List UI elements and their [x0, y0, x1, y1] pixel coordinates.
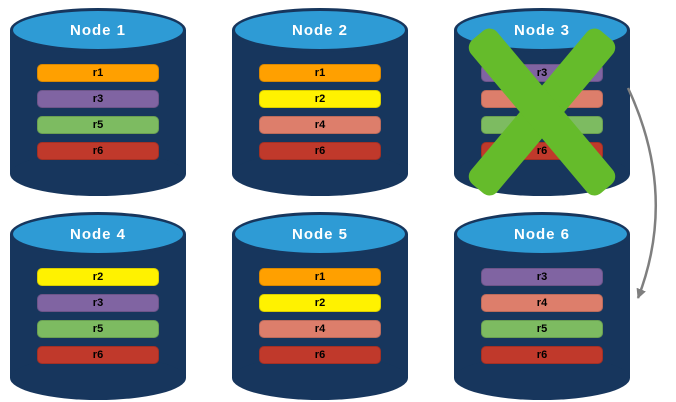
- node-3: Node 3 r3 r4 r5 r6: [454, 8, 630, 196]
- replica-bar: r5: [37, 320, 159, 338]
- node-4: Node 4 r2 r3 r5 r6: [10, 212, 186, 400]
- node-header: Node 1: [10, 8, 186, 52]
- replica-bar: r6: [37, 142, 159, 160]
- replica-bar: r6: [481, 346, 603, 364]
- node-title: Node 6: [513, 225, 570, 243]
- replica-bar: r3: [37, 90, 159, 108]
- replica-bar: r3: [481, 64, 603, 82]
- replica-list: r2 r3 r5 r6: [10, 268, 186, 364]
- node-title: Node 4: [69, 225, 126, 243]
- replica-bar: r6: [481, 142, 603, 160]
- replica-bar: r4: [481, 90, 603, 108]
- replica-bar: r5: [37, 116, 159, 134]
- node-2: Node 2 r1 r2 r4 r6: [232, 8, 408, 196]
- replica-bar: r4: [481, 294, 603, 312]
- node-header: Node 5: [232, 212, 408, 256]
- node-6: Node 6 r3 r4 r5 r6: [454, 212, 630, 400]
- replica-list: r1 r2 r4 r6: [232, 64, 408, 160]
- node-title: Node 3: [513, 21, 570, 39]
- replica-list: r3 r4 r5 r6: [454, 268, 630, 364]
- replica-bar: r1: [259, 64, 381, 82]
- replica-bar: r5: [481, 116, 603, 134]
- replica-bar: r6: [259, 346, 381, 364]
- node-title: Node 2: [291, 21, 348, 39]
- node-header: Node 6: [454, 212, 630, 256]
- replica-bar: r6: [37, 346, 159, 364]
- replica-bar: r2: [259, 90, 381, 108]
- node-header: Node 3: [454, 8, 630, 52]
- replica-bar: r5: [481, 320, 603, 338]
- replica-bar: r2: [259, 294, 381, 312]
- replica-list: r1 r3 r5 r6: [10, 64, 186, 160]
- node-title: Node 1: [69, 21, 126, 39]
- replica-bar: r2: [37, 268, 159, 286]
- replica-bar: r6: [259, 142, 381, 160]
- replica-bar: r4: [259, 320, 381, 338]
- node-header: Node 2: [232, 8, 408, 52]
- replica-bar: r3: [481, 268, 603, 286]
- replica-bar: r3: [37, 294, 159, 312]
- replica-bar: r4: [259, 116, 381, 134]
- node-title: Node 5: [291, 225, 348, 243]
- replica-list: r3 r4 r5 r6: [454, 64, 630, 160]
- node-header: Node 4: [10, 212, 186, 256]
- node-1: Node 1 r1 r3 r5 r6: [10, 8, 186, 196]
- arrow-path: [626, 87, 657, 299]
- replica-bar: r1: [259, 268, 381, 286]
- replica-list: r1 r2 r4 r6: [232, 268, 408, 364]
- node-5: Node 5 r1 r2 r4 r6: [232, 212, 408, 400]
- replica-bar: r1: [37, 64, 159, 82]
